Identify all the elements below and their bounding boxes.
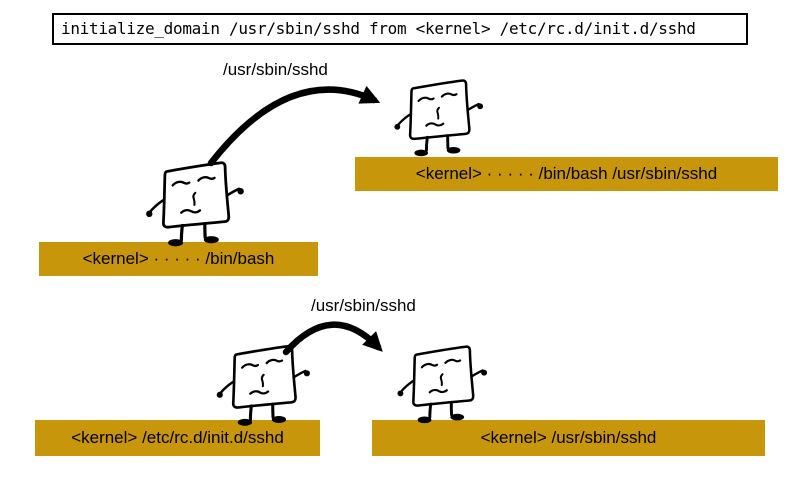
- exec-path-label-scene1: /usr/sbin/sshd: [223, 60, 328, 79]
- security-context-label-scene2-target: <kernel> /usr/sbin/sshd: [372, 420, 765, 456]
- context-text: <kernel> /etc/rc.d/init.d/sshd: [71, 428, 284, 447]
- security-context-label-scene2-source: <kernel> /etc/rc.d/init.d/sshd: [35, 420, 320, 456]
- title-box: initialize_domain /usr/sbin/sshd from <k…: [52, 13, 748, 45]
- exec-transition-arrow-scene1: [207, 85, 381, 167]
- title-text: initialize_domain /usr/sbin/sshd from <k…: [61, 19, 696, 38]
- exec-path-label-scene2: /usr/sbin/sshd: [311, 296, 416, 315]
- process-character-sshd-icon: [392, 79, 485, 158]
- context-text: <kernel> · · · · · /bin/bash /usr/sbin/s…: [415, 164, 718, 183]
- process-character-sshd-daemon-icon: [395, 345, 489, 425]
- exec-transition-arrow-scene2: [282, 321, 383, 356]
- security-context-label-scene1-target: <kernel> · · · · · /bin/bash /usr/sbin/s…: [355, 157, 778, 191]
- process-character-init-script-icon: [215, 344, 312, 428]
- security-context-label-scene1-source: <kernel> · · · · · /bin/bash: [39, 242, 318, 276]
- context-text: <kernel> · · · · · /bin/bash: [82, 249, 275, 268]
- context-text: <kernel> /usr/sbin/sshd: [480, 428, 657, 447]
- process-character-bash-icon: [144, 161, 246, 248]
